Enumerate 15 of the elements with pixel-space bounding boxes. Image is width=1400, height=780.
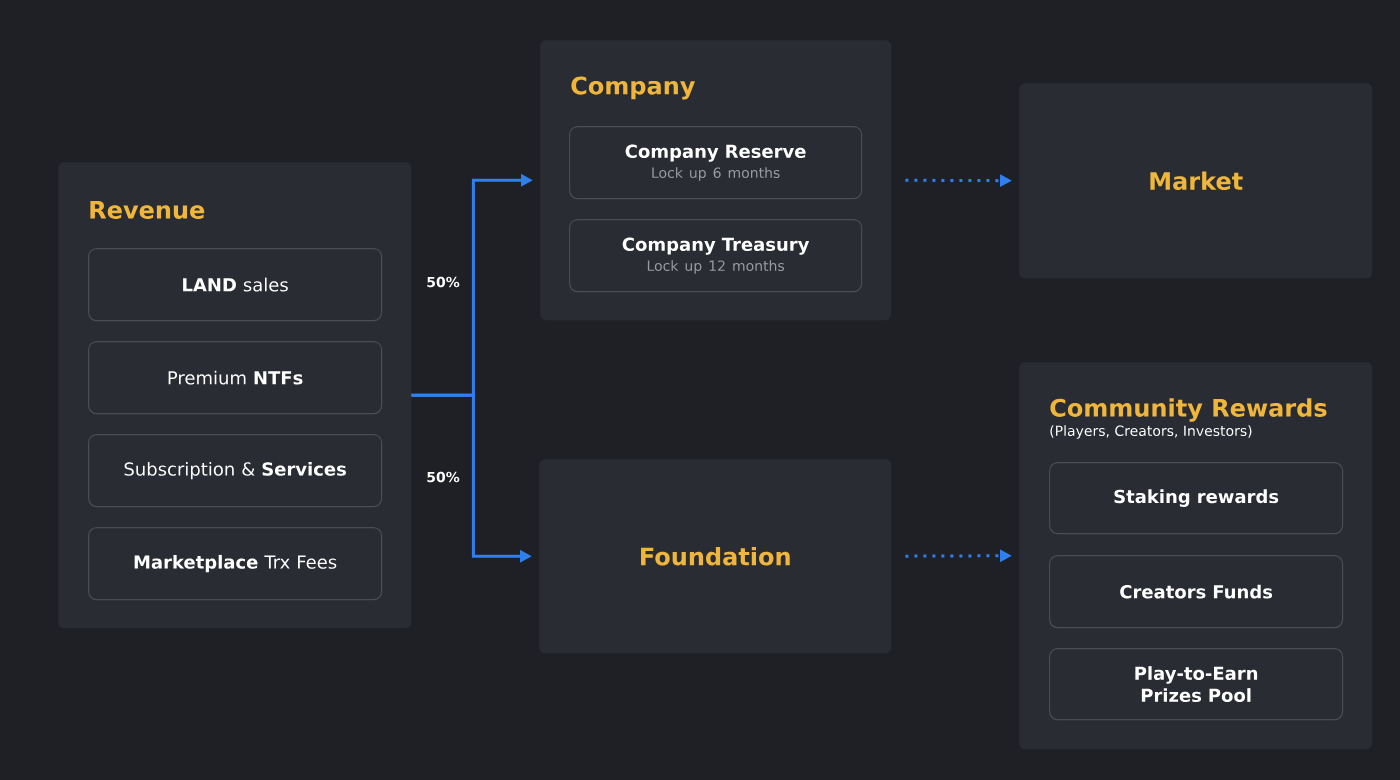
item-box: Creators Funds (1049, 555, 1344, 629)
card: Foundation (539, 459, 892, 654)
item-box: Staking rewards (1049, 462, 1344, 535)
item-box: Subscription & Services (88, 434, 383, 508)
panel-subtitle: (Players, Creators, Investors) (1050, 425, 1252, 439)
panel-title: Community Rewards (1050, 398, 1327, 422)
item-box: Marketplace Trx Fees (88, 527, 383, 601)
card: Market (1019, 83, 1373, 279)
panel-title: Revenue (90, 201, 205, 219)
item-box: Play-to-Earn Prizes Pool (1049, 648, 1344, 721)
item-box: LAND sales (88, 248, 383, 322)
panel-title: Company (571, 76, 695, 100)
item-box: Company Reserve Lock up 6 months (569, 126, 863, 200)
item-box: Premium NTFs (88, 341, 383, 415)
item-box: Company Treasury Lock up 12 months (569, 219, 863, 293)
